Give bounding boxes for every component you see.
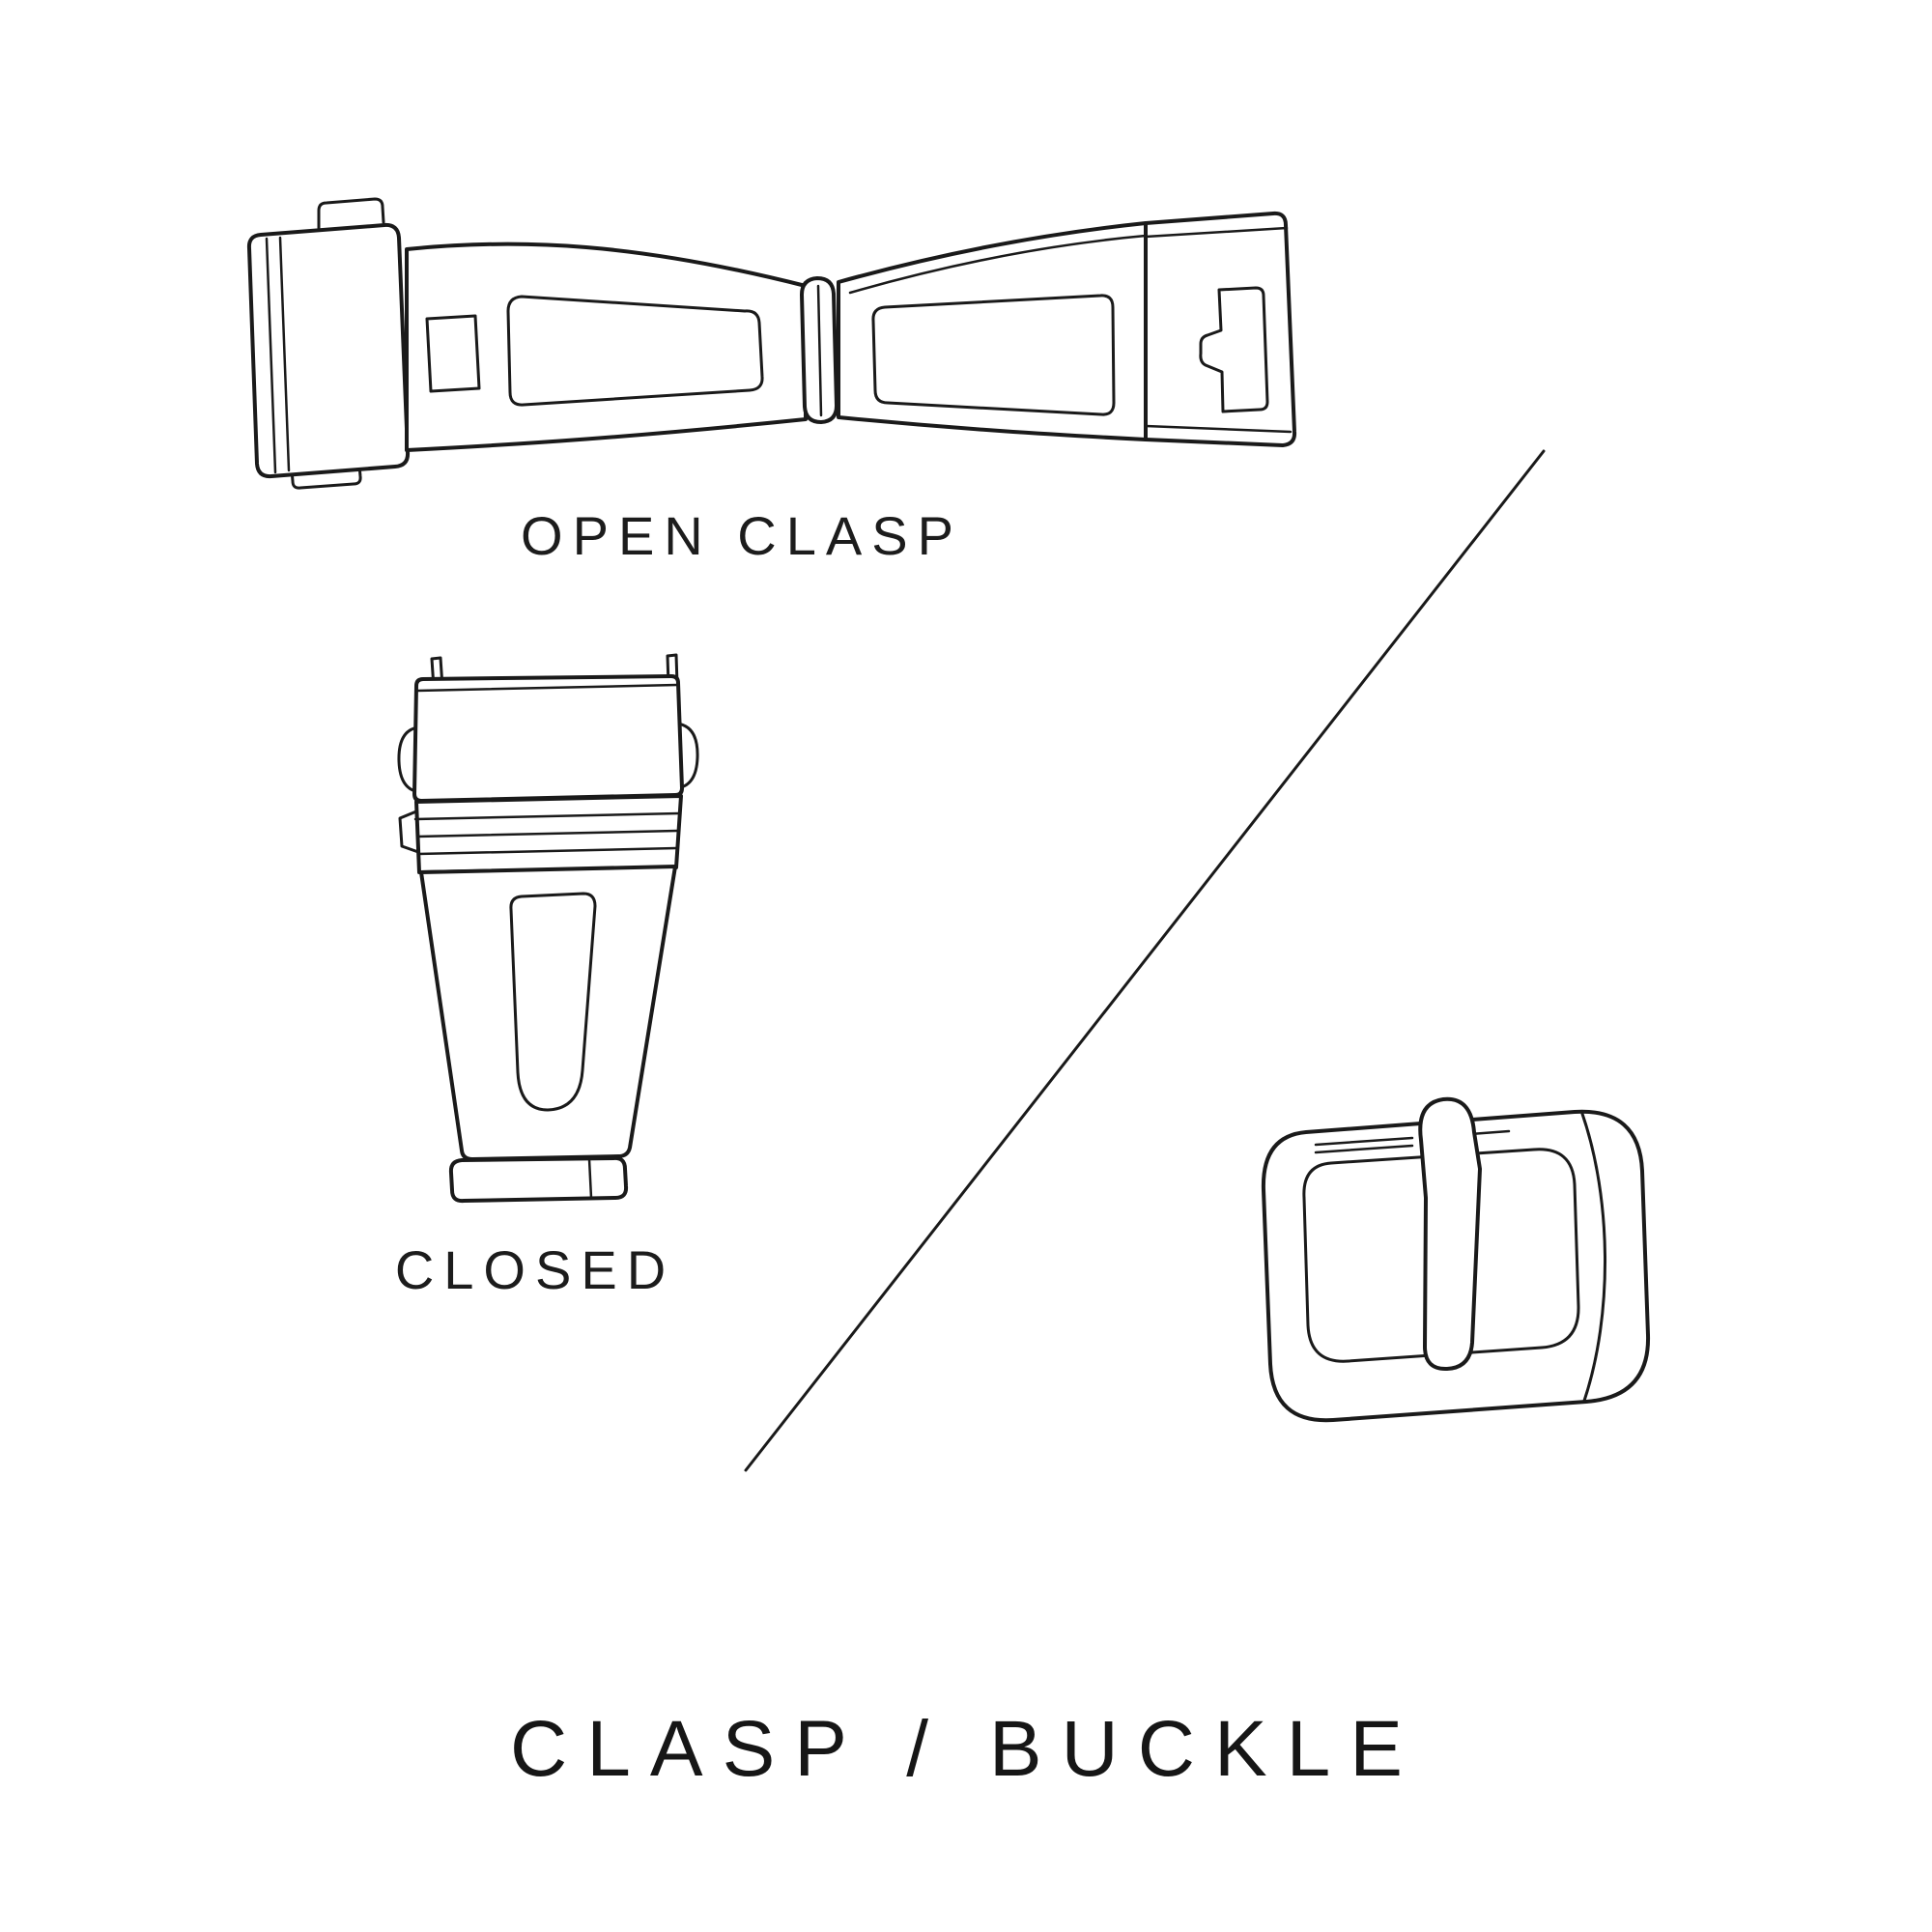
closed-clasp-end-link-line — [587, 1157, 593, 1200]
open-clasp-right-arm-panel — [871, 294, 1116, 416]
closed-clasp-end-link — [448, 1155, 629, 1204]
closed-clasp-band-line-2 — [415, 829, 679, 838]
buckle-pin-line-2 — [1314, 1144, 1414, 1154]
open-clasp-label: OPEN CLASP — [521, 505, 963, 566]
diagram-title: CLASP / BUCKLE — [510, 1705, 1422, 1793]
open-clasp-left-cover-top-tab — [317, 197, 385, 230]
open-clasp-left-cover-bottom-tab — [290, 464, 362, 490]
buckle-pin-line-1 — [1314, 1136, 1414, 1147]
closed-clasp-illustration — [397, 653, 699, 1204]
open-clasp-right-end-bottom-line — [1144, 424, 1293, 434]
closed-clasp-left-ear — [397, 725, 422, 794]
buckle-right-edge-line — [1580, 1112, 1606, 1403]
open-clasp-hook-cutout — [1199, 286, 1269, 413]
open-clasp-left-cover — [246, 222, 411, 479]
buckle-pin-line-3 — [1468, 1129, 1511, 1136]
closed-clasp-top-block — [412, 674, 684, 803]
buckle-tang — [1418, 1096, 1482, 1372]
open-clasp-left-arm-notch — [425, 314, 481, 393]
tang-buckle-illustration — [1261, 1096, 1651, 1423]
closed-clasp-band-line-1 — [413, 811, 681, 821]
open-clasp-right-arm-top-line — [848, 234, 1148, 295]
closed-label: CLOSED — [394, 1239, 676, 1300]
open-clasp-right-end-top-line — [1144, 226, 1289, 239]
open-clasp-left-arm — [405, 242, 808, 452]
open-clasp-left-cover-edge-line-2 — [278, 236, 291, 472]
closed-clasp-body — [419, 865, 677, 1161]
open-clasp-illustration — [246, 197, 1297, 490]
diagonal-divider-line — [744, 449, 1546, 1472]
closed-clasp-top-block-line — [415, 683, 679, 693]
open-clasp-hinge-line — [816, 284, 823, 417]
closed-clasp-band-left-flag — [398, 810, 420, 854]
closed-clasp-inner-window — [509, 892, 597, 1112]
open-clasp-left-cover-edge-line-1 — [265, 237, 277, 474]
closed-clasp-right-ear — [674, 722, 699, 790]
closed-clasp-band-line-3 — [416, 846, 678, 856]
open-clasp-left-arm-panel — [506, 295, 764, 407]
buckle-inner-opening — [1302, 1148, 1580, 1363]
